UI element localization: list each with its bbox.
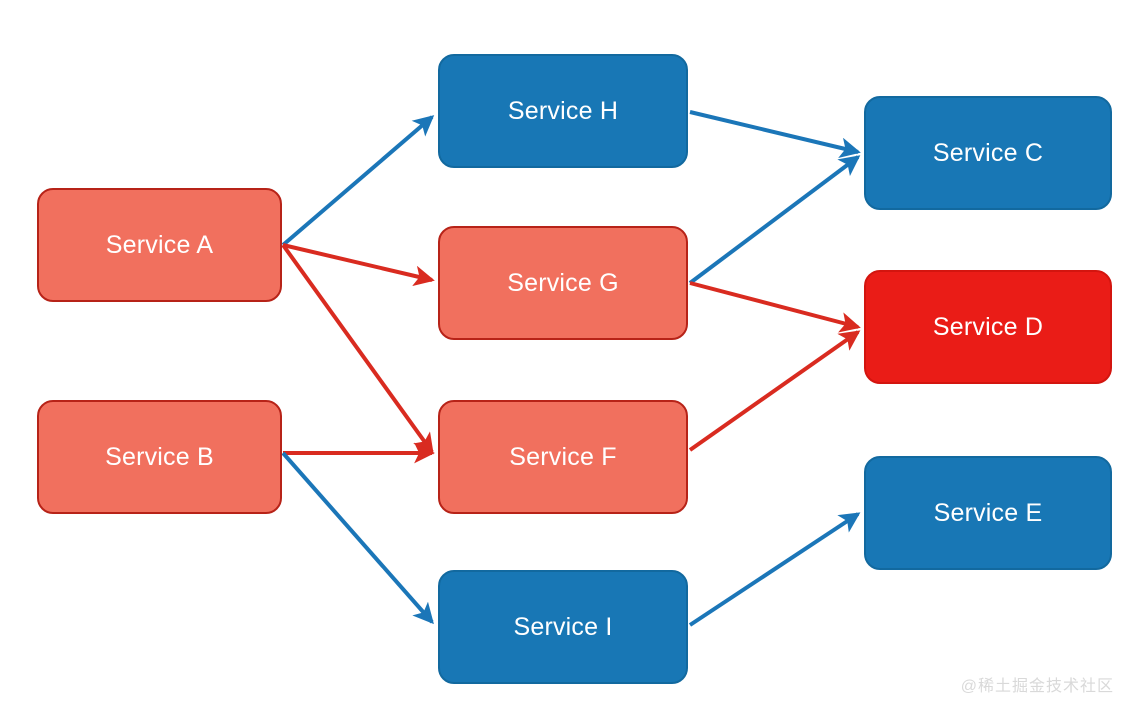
node-service-a[interactable]: Service A [37, 188, 282, 302]
edge-a-to-h [281, 115, 435, 247]
node-label-c: Service C [932, 138, 1044, 167]
node-service-f[interactable]: Service F [438, 400, 688, 514]
edge-b-to-i [281, 451, 434, 625]
node-label-b: Service B [105, 442, 214, 471]
edge-a-to-g [282, 243, 435, 287]
edge-a-to-f [281, 243, 434, 455]
node-service-e[interactable]: Service E [864, 456, 1112, 570]
node-service-d[interactable]: Service D [864, 270, 1112, 384]
edge-f-to-d [688, 330, 861, 452]
node-service-c[interactable]: Service C [864, 96, 1112, 210]
node-label-a: Service A [105, 230, 214, 259]
node-label-d: Service D [932, 312, 1044, 341]
node-label-e: Service E [933, 498, 1043, 527]
node-label-i: Service I [513, 612, 613, 641]
edge-h-to-c [689, 110, 861, 158]
edge-i-to-e [688, 512, 861, 627]
node-label-h: Service H [507, 96, 619, 125]
node-service-b[interactable]: Service B [37, 400, 282, 514]
edge-g-to-d [689, 281, 861, 333]
node-service-h[interactable]: Service H [438, 54, 688, 168]
node-label-g: Service G [507, 268, 619, 297]
edge-g-to-c [688, 155, 861, 285]
watermark: @稀土掘金技术社区 [960, 678, 1114, 695]
node-service-g[interactable]: Service G [438, 226, 688, 340]
node-label-f: Service F [509, 442, 617, 471]
node-service-i[interactable]: Service I [438, 570, 688, 684]
